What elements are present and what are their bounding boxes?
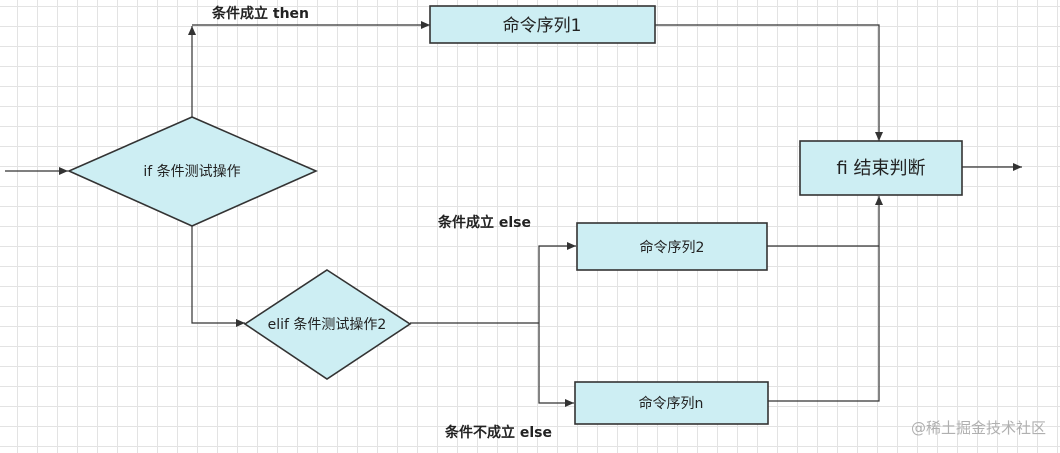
node-cmd2: 命令序列2 (576, 222, 768, 271)
node-cmdn-label: 命令序列n (639, 395, 704, 412)
label-not-else: 条件不成立 else (444, 424, 552, 441)
label-then: 条件成立 then (211, 5, 309, 22)
node-elif-label: elif 条件测试操作2 (268, 316, 387, 333)
node-cmd2-label: 命令序列2 (640, 239, 705, 256)
node-elif-decision: elif 条件测试操作2 (243, 269, 412, 380)
edge-cmdn-to-fi (768, 196, 883, 402)
edge-if-to-elif (191, 226, 245, 327)
watermark: @稀土掘金技术社区 (911, 419, 1046, 437)
node-cmdn: 命令序列n (574, 381, 769, 425)
node-cmd1-label: 命令序列1 (503, 16, 582, 36)
edge-to-cmdn (538, 323, 574, 407)
label-else: 条件成立 else (437, 214, 531, 231)
node-if-decision: if 条件测试操作 (67, 116, 318, 227)
node-if-label: if 条件测试操作 (143, 163, 240, 180)
edge-to-cmd2 (538, 242, 576, 323)
node-cmd1: 命令序列1 (429, 5, 656, 44)
node-fi: fi 结束判断 (799, 140, 963, 196)
edge-cmd1-to-fi (655, 24, 883, 141)
node-fi-label: fi 结束判断 (836, 158, 925, 179)
